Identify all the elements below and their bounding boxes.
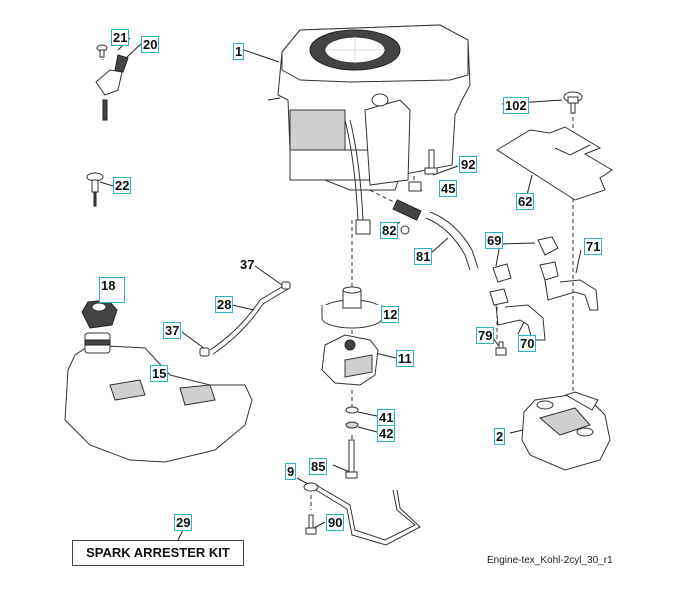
callout-28[interactable]: 28 <box>215 296 234 313</box>
callout-22[interactable]: 22 <box>113 177 132 194</box>
fuel-line-illustration <box>199 281 291 357</box>
washers-illustration <box>345 406 359 429</box>
callout-42[interactable]: 42 <box>377 425 396 442</box>
callout-29[interactable]: 29 <box>174 514 193 531</box>
engine-bolt-and-nut <box>408 149 438 192</box>
callout-11[interactable]: 11 <box>396 350 414 367</box>
callout-62[interactable]: 62 <box>516 193 535 210</box>
callout-15[interactable]: 15 <box>150 365 169 382</box>
callout-1[interactable]: 1 <box>233 43 245 60</box>
exhaust-bolt-illustration <box>495 341 507 356</box>
choke-knob-illustration <box>86 172 104 207</box>
callout-81[interactable]: 81 <box>414 248 433 265</box>
callout-21[interactable]: 21 <box>111 29 130 46</box>
callout-12[interactable]: 12 <box>381 306 400 323</box>
fuel-tank-illustration <box>64 332 253 463</box>
callout-41[interactable]: 41 <box>377 409 396 426</box>
throttle-control-illustration <box>95 44 129 121</box>
callout-20[interactable]: 20 <box>141 36 160 53</box>
fuel-filter-illustration <box>392 199 479 271</box>
callout-2[interactable]: 2 <box>494 428 506 445</box>
callout-82[interactable]: 82 <box>380 222 399 239</box>
callout-37-top[interactable]: 37 <box>240 257 255 272</box>
callout-37-bottom[interactable]: 37 <box>163 322 182 339</box>
muffler-bolt-illustration <box>563 91 583 114</box>
engine-illustration <box>267 24 471 235</box>
callout-92[interactable]: 92 <box>459 156 478 173</box>
callout-69[interactable]: 69 <box>485 232 504 249</box>
clutch-bolt-illustration <box>345 439 358 479</box>
exhaust-pipes-illustration <box>489 236 599 341</box>
fuel-cap-illustration <box>81 299 118 329</box>
heat-shield-illustration <box>496 126 613 201</box>
drawing-id: Engine-tex_Kohl-2cyl_30_r1 <box>487 555 613 566</box>
spark-arrester-kit-label[interactable]: SPARK ARRESTER KIT <box>72 540 244 566</box>
callout-71[interactable]: 71 <box>584 238 603 255</box>
callout-85[interactable]: 85 <box>309 458 328 475</box>
callout-45[interactable]: 45 <box>439 180 458 197</box>
pulley-illustration <box>321 286 383 329</box>
muffler-illustration <box>521 391 611 471</box>
callout-70[interactable]: 70 <box>518 335 537 352</box>
callout-90[interactable]: 90 <box>326 514 345 531</box>
brace-rod-illustration <box>303 482 421 546</box>
callout-102[interactable]: 102 <box>503 97 529 114</box>
brace-bolt-illustration <box>305 514 317 535</box>
callout-18[interactable]: 18 <box>99 277 125 303</box>
callout-79[interactable]: 79 <box>476 327 495 344</box>
callout-9[interactable]: 9 <box>285 463 297 480</box>
clutch-illustration <box>321 334 379 386</box>
